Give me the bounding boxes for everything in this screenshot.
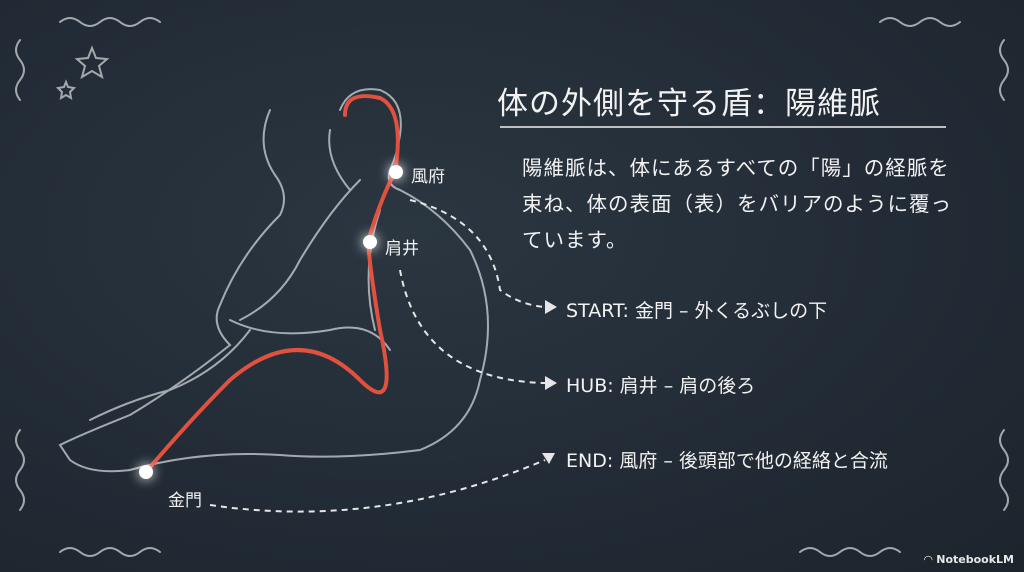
step-end: END: 風府 – 後頭部で他の経絡と合流	[566, 450, 888, 472]
title-underline	[500, 126, 946, 128]
arrow-start	[209, 459, 546, 513]
point-label-kinmon: 金門	[168, 491, 202, 511]
brand-label: NotebookLM	[936, 553, 1014, 566]
step-start: START: 金門 – 外くるぶしの下	[566, 300, 828, 322]
meridian-path	[144, 94, 400, 474]
star-icon	[55, 79, 77, 100]
border-squiggle-bottom-right	[799, 547, 901, 557]
border-squiggle-top-left	[59, 17, 161, 27]
border-squiggle-bottom-left	[59, 547, 161, 557]
border-squiggle-top-right	[879, 17, 961, 27]
border-squiggle-left	[15, 39, 25, 511]
border-squiggle-right	[999, 39, 1009, 511]
description-text: 陽維脈は、体にあるすべての「陽」の経脈を束ね、体の表面（表）をバリアのように覆っ…	[522, 156, 952, 252]
slide-title: 体の外側を守る盾：陽維脈	[497, 86, 881, 122]
brand-watermark: ◠ NotebookLM	[924, 553, 1014, 566]
arrow-end	[409, 199, 546, 308]
point-kensei	[363, 235, 377, 249]
point-fufu	[389, 165, 403, 179]
star-icon	[74, 45, 110, 80]
point-label-kensei: 肩井	[385, 239, 419, 259]
point-kinmon	[139, 465, 153, 479]
notebooklm-logo-icon: ◠	[923, 553, 937, 566]
step-hub: HUB: 肩井 – 肩の後ろ	[566, 375, 756, 397]
figure-outline	[58, 88, 489, 473]
point-label-fufu: 風府	[411, 167, 445, 187]
arrow-hub	[399, 269, 546, 384]
